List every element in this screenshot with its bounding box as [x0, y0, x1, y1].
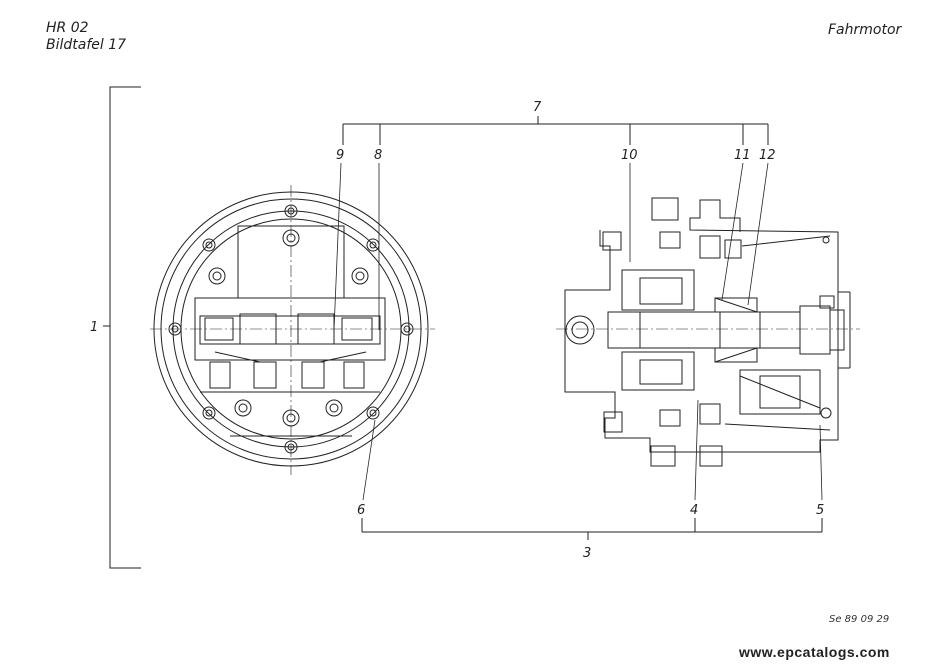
- drawing-code: Se 89 09 29: [829, 614, 890, 625]
- callout-4: 4: [690, 503, 698, 518]
- callout-11: 11: [734, 148, 751, 163]
- bracket-7: [342, 116, 769, 145]
- header-model: HR 02: [46, 20, 89, 36]
- callout-10: 10: [621, 148, 638, 163]
- motor-side-section: [556, 197, 860, 467]
- bracket-1: [103, 86, 141, 569]
- watermark: www.epcatalogs.com: [739, 644, 890, 660]
- callout-7: 7: [533, 100, 542, 115]
- callout-9: 9: [336, 148, 344, 163]
- callout-5: 5: [816, 503, 824, 518]
- header-plate-number: Bildtafel 17: [46, 37, 127, 53]
- callout-8: 8: [374, 148, 382, 163]
- header-part-title: Fahrmotor: [828, 22, 902, 38]
- bracket-3: [361, 518, 823, 540]
- callout-3: 3: [583, 546, 591, 561]
- callout-6: 6: [357, 503, 365, 518]
- callout-labels: 1 3 4 5 6 7 8 9 10 11 12: [90, 100, 824, 561]
- leader-lines: [333, 162, 823, 501]
- callout-1: 1: [90, 320, 98, 335]
- callout-12: 12: [759, 148, 776, 163]
- motor-front-view: [150, 185, 435, 475]
- flange-bolt-holes: [168, 204, 414, 454]
